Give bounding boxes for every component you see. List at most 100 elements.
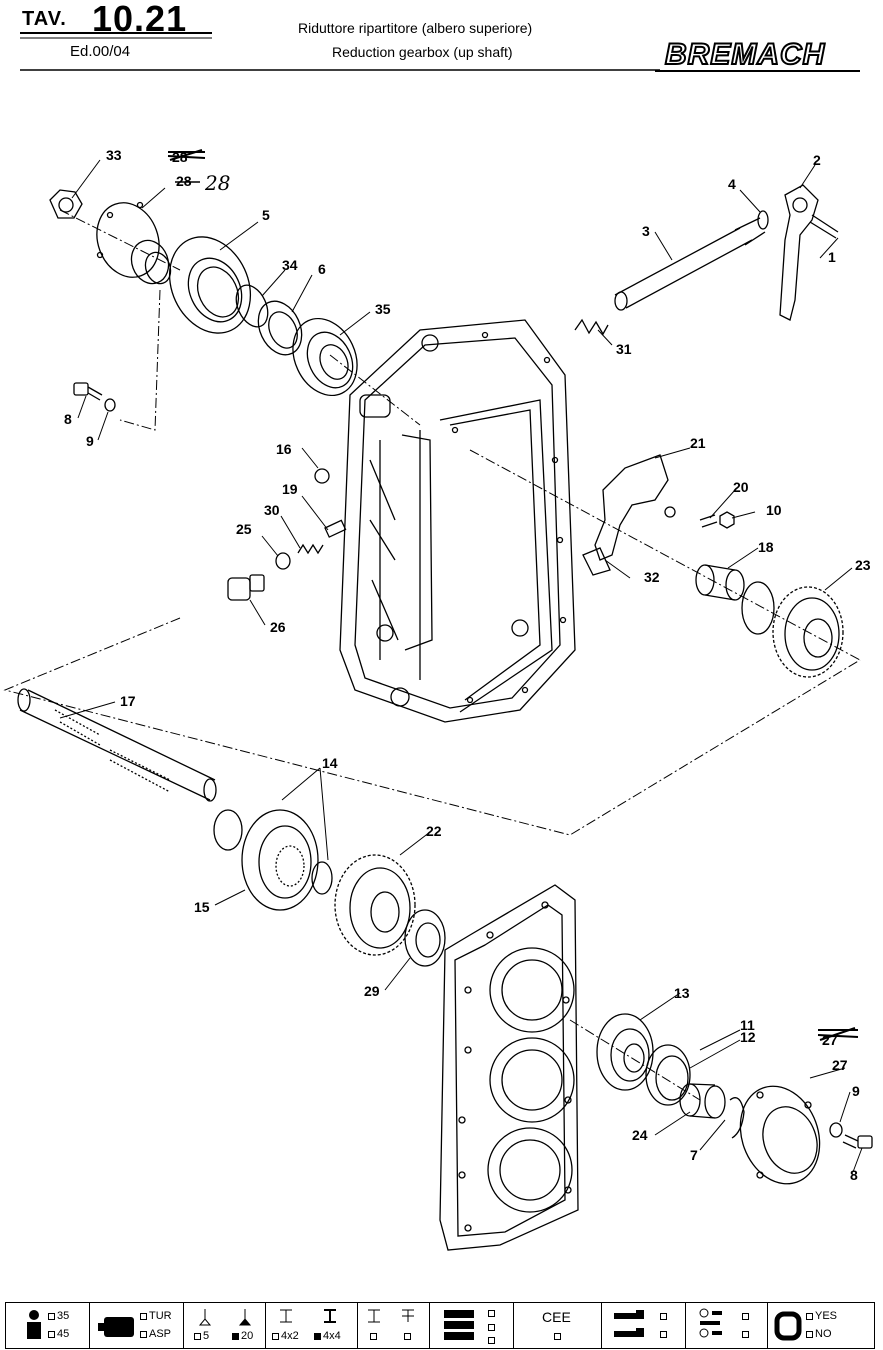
checkbox[interactable] bbox=[140, 1330, 147, 1338]
part-label: 9 bbox=[852, 1083, 860, 1099]
shift-fork-21 bbox=[582, 454, 676, 576]
assembly-axis-lines bbox=[3, 209, 861, 1101]
part-label: 33 bbox=[106, 147, 122, 163]
checkbox[interactable] bbox=[140, 1312, 147, 1320]
part-label: 25 bbox=[236, 521, 252, 537]
checkbox[interactable] bbox=[48, 1330, 55, 1338]
exploded-view-diagram: 28 28 27 33 28 5 34 6 35 8 9 16 19 30 25… bbox=[3, 147, 873, 1251]
washer-9-lower bbox=[829, 1122, 843, 1138]
footer-cell-gears: 5 20 bbox=[184, 1303, 266, 1348]
part-label: 26 bbox=[270, 619, 286, 635]
checkbox[interactable] bbox=[48, 1312, 55, 1320]
checkbox[interactable] bbox=[370, 1332, 377, 1340]
part-label: 11 bbox=[740, 1017, 755, 1033]
upper-housing bbox=[339, 319, 576, 723]
gear-lever-icon bbox=[238, 1309, 252, 1326]
flange-28 bbox=[49, 189, 172, 285]
shift-rod-3 bbox=[614, 217, 766, 311]
checkbox[interactable] bbox=[488, 1323, 495, 1331]
part-label: 29 bbox=[364, 983, 380, 999]
checkbox[interactable] bbox=[404, 1332, 411, 1340]
part-labels: 33 28 5 34 6 35 8 9 16 19 30 25 26 2 4 3… bbox=[64, 147, 871, 1183]
checkbox[interactable] bbox=[660, 1312, 667, 1320]
checkbox-yes[interactable] bbox=[806, 1312, 813, 1320]
spring-31 bbox=[574, 318, 609, 336]
axle-icon bbox=[368, 1309, 380, 1323]
person-icon bbox=[27, 1310, 41, 1339]
spacer-18 bbox=[695, 564, 745, 601]
bearing-cover-5 bbox=[168, 236, 252, 334]
checkbox[interactable] bbox=[488, 1309, 495, 1317]
edition-label: Ed.00/04 bbox=[70, 43, 131, 60]
checkbox[interactable] bbox=[272, 1332, 279, 1340]
leader-lines bbox=[59, 159, 863, 1173]
part-label: 20 bbox=[733, 479, 749, 495]
rounded-square-icon bbox=[774, 1311, 802, 1341]
checkbox-checked[interactable] bbox=[314, 1332, 321, 1340]
checkbox-checked[interactable] bbox=[232, 1332, 239, 1340]
checkbox[interactable] bbox=[660, 1330, 667, 1338]
part-label: 3 bbox=[642, 223, 650, 239]
part-label: 30 bbox=[264, 502, 280, 518]
checkbox[interactable] bbox=[554, 1332, 561, 1340]
title-english: Reduction gearbox (up shaft) bbox=[332, 44, 513, 60]
gear-22 bbox=[334, 854, 416, 956]
circlip-14 bbox=[311, 861, 333, 895]
part-label: 7 bbox=[690, 1147, 698, 1163]
part-label: 5 bbox=[262, 207, 270, 223]
checkbox[interactable] bbox=[742, 1330, 749, 1338]
spacer-24 bbox=[679, 1083, 726, 1119]
part-label: 2 bbox=[813, 152, 821, 168]
lever-2 bbox=[779, 184, 839, 321]
checkbox-no[interactable] bbox=[806, 1330, 813, 1338]
part-label: 10 bbox=[766, 502, 782, 518]
axle-icon bbox=[402, 1309, 414, 1322]
checkbox[interactable] bbox=[488, 1336, 495, 1344]
spring-30 bbox=[297, 543, 324, 555]
handwritten-annotations: 28 28 27 bbox=[167, 149, 859, 1048]
part-label: 14 bbox=[322, 755, 338, 771]
lower-cover-plate bbox=[439, 884, 579, 1251]
part-label: 18 bbox=[758, 539, 774, 555]
footer-cell-options bbox=[686, 1303, 768, 1348]
pin-19 bbox=[324, 519, 347, 538]
part-label: 19 bbox=[282, 481, 298, 497]
bearing-35 bbox=[292, 317, 358, 397]
checkbox[interactable] bbox=[742, 1312, 749, 1320]
circlip-4 bbox=[757, 210, 769, 230]
part-label: 8 bbox=[850, 1167, 858, 1183]
thrust-washer bbox=[741, 581, 775, 635]
header-rules bbox=[20, 32, 860, 72]
part-label: 15 bbox=[194, 899, 210, 915]
tav-label: TAV. bbox=[22, 8, 67, 30]
engine-icon bbox=[98, 1317, 134, 1337]
part-label: 31 bbox=[616, 341, 632, 357]
part-label: 13 bbox=[674, 985, 690, 1001]
bolt-8-upper bbox=[73, 382, 116, 412]
axle-icon bbox=[280, 1309, 292, 1323]
checkbox[interactable] bbox=[194, 1332, 201, 1340]
part-label: 32 bbox=[644, 569, 660, 585]
part-label: 6 bbox=[318, 261, 326, 277]
o-ring-34 bbox=[235, 284, 269, 328]
option-icon bbox=[699, 1308, 722, 1338]
part-label: 28 bbox=[176, 173, 192, 189]
part-label: 1 bbox=[828, 249, 836, 265]
circlip-7 bbox=[729, 1097, 745, 1139]
truck-icon bbox=[614, 1310, 644, 1337]
part-label: 35 bbox=[375, 301, 391, 317]
applicability-footer: 35 45 TUR ASP 5 20 4x2 4x4 bbox=[5, 1302, 875, 1349]
cee-label: CEE bbox=[542, 1309, 571, 1325]
nut-10 bbox=[719, 511, 735, 529]
footer-cell-axles bbox=[358, 1303, 430, 1348]
bearing-13 bbox=[596, 1013, 654, 1091]
footer-cell-engine: 35 45 bbox=[6, 1303, 90, 1348]
bearing-29 bbox=[404, 909, 446, 967]
part-label: 8 bbox=[64, 411, 72, 427]
truck-body-icon bbox=[444, 1310, 474, 1340]
brand-logo: BREMACH bbox=[664, 37, 826, 72]
part-label: 9 bbox=[86, 433, 94, 449]
gear-23 bbox=[772, 586, 844, 678]
footer-cell-cee: CEE bbox=[514, 1303, 602, 1348]
bolt-8-lower bbox=[842, 1134, 873, 1149]
